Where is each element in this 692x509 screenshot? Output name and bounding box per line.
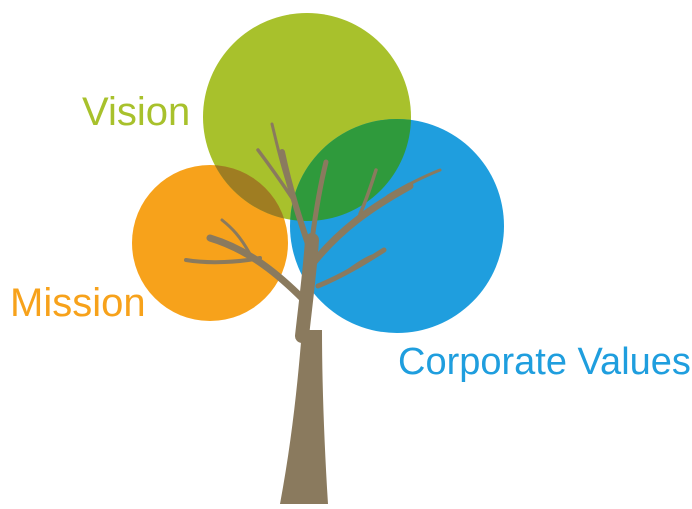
tree-icon xyxy=(184,122,442,504)
vision-values-overlap xyxy=(290,119,411,221)
corporate-values-label: Corporate Values xyxy=(398,341,691,383)
mission-circle xyxy=(132,165,288,321)
vision-label: Vision xyxy=(82,90,191,134)
mission-label: Mission xyxy=(10,281,146,325)
